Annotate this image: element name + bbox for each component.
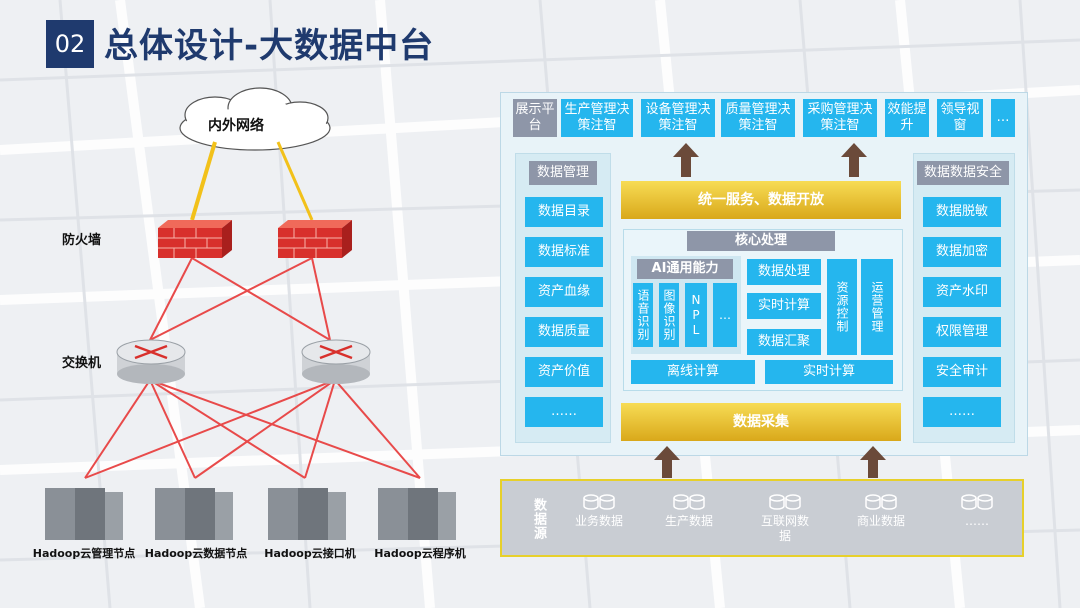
data-source-name: 生产数据 bbox=[664, 514, 713, 528]
server-icon bbox=[268, 488, 346, 540]
server-icon bbox=[45, 488, 123, 540]
data-source-label: 数据源 bbox=[531, 498, 546, 540]
database-icon bbox=[961, 494, 993, 510]
network-topology bbox=[45, 87, 456, 540]
data-security-item: …… bbox=[923, 397, 1001, 427]
data-source-item: …… bbox=[952, 493, 1002, 529]
node-label: Hadoop云管理节点 bbox=[32, 547, 136, 560]
firewall-icon bbox=[278, 220, 352, 258]
data-security-item: 数据加密 bbox=[923, 237, 1001, 267]
switch-label: 交换机 bbox=[62, 356, 102, 371]
database-icon bbox=[673, 494, 705, 510]
switch-icon bbox=[301, 339, 371, 384]
data-management-item: 数据质量 bbox=[525, 317, 603, 347]
server-icon bbox=[378, 488, 456, 540]
architecture-panel: 展示平台 生产管理决策注智 设备管理决策注智 质量管理决策注智 采购管理决策注智… bbox=[500, 92, 1028, 456]
service-bar: 统一服务、数据开放 bbox=[621, 181, 901, 219]
data-source-item: 业务数据 bbox=[574, 493, 624, 529]
data-source-name: 互联网数据 bbox=[760, 514, 809, 543]
data-management-item: 资产血缘 bbox=[525, 277, 603, 307]
ai-item: 语音识别 bbox=[633, 283, 653, 347]
collect-bar: 数据采集 bbox=[621, 403, 901, 441]
data-source-item: 生产数据 bbox=[664, 493, 714, 529]
app-box: 生产管理决策注智 bbox=[561, 99, 633, 137]
data-source-item: 互联网数据 bbox=[760, 493, 810, 544]
data-source-name: 业务数据 bbox=[574, 514, 623, 528]
operation-management-box: 运营管理 bbox=[861, 259, 893, 355]
processing-item: 实时计算 bbox=[747, 293, 821, 319]
server-icon bbox=[155, 488, 233, 540]
switch-icon bbox=[116, 339, 186, 384]
processing-item: 数据汇聚 bbox=[747, 329, 821, 355]
database-icon bbox=[865, 494, 897, 510]
app-box: 采购管理决策注智 bbox=[803, 99, 877, 137]
page-title: 总体设计-大数据中台 bbox=[104, 26, 435, 66]
ai-item: 图像识别 bbox=[659, 283, 679, 347]
data-management-item: 数据目录 bbox=[525, 197, 603, 227]
database-icon bbox=[583, 494, 615, 510]
firewall-label: 防火墙 bbox=[62, 233, 102, 248]
data-source-name: 商业数据 bbox=[856, 514, 905, 528]
data-management-item: 资产价值 bbox=[525, 357, 603, 387]
app-box: 领导视窗 bbox=[937, 99, 983, 137]
node-label: Hadoop云数据节点 bbox=[144, 547, 248, 560]
data-source-name: …… bbox=[965, 514, 989, 528]
up-arrow-icon bbox=[841, 143, 867, 177]
app-box: 质量管理决策注智 bbox=[721, 99, 795, 137]
cloud-icon bbox=[179, 87, 331, 151]
processing-item: 数据处理 bbox=[747, 259, 821, 285]
up-arrow-icon bbox=[860, 446, 886, 478]
node-label: Hadoop云接口机 bbox=[264, 547, 356, 560]
data-security-item: 数据脱敏 bbox=[923, 197, 1001, 227]
realtime-compute-box: 实时计算 bbox=[765, 360, 893, 384]
ai-title: AI通用能力 bbox=[637, 259, 733, 279]
offline-compute-box: 离线计算 bbox=[631, 360, 755, 384]
up-arrow-icon bbox=[673, 143, 699, 177]
data-management-item: …… bbox=[525, 397, 603, 427]
app-box: … bbox=[991, 99, 1015, 137]
up-arrow-icon bbox=[654, 446, 680, 478]
ai-item: NPL bbox=[685, 283, 707, 347]
data-security-item: 权限管理 bbox=[923, 317, 1001, 347]
firewall-icon bbox=[158, 220, 232, 258]
node-label: Hadoop云程序机 bbox=[374, 547, 466, 560]
resource-control-box: 资源控制 bbox=[827, 259, 857, 355]
data-management-title: 数据管理 bbox=[529, 161, 597, 185]
section-number: 02 bbox=[46, 20, 94, 68]
app-box: 设备管理决策注智 bbox=[641, 99, 715, 137]
data-security-item: 资产水印 bbox=[923, 277, 1001, 307]
data-management-item: 数据标准 bbox=[525, 237, 603, 267]
core-title: 核心处理 bbox=[687, 231, 835, 251]
data-security-item: 安全审计 bbox=[923, 357, 1001, 387]
database-icon bbox=[769, 494, 801, 510]
display-platform-label: 展示平台 bbox=[513, 99, 557, 137]
data-source-band: 数据源 业务数据 生产数据 互联网数据 商业数据 …… bbox=[500, 479, 1024, 557]
cloud-label: 内外网络 bbox=[208, 118, 264, 134]
data-source-item: 商业数据 bbox=[856, 493, 906, 529]
app-box: 效能提升 bbox=[885, 99, 929, 137]
ai-item: … bbox=[713, 283, 737, 347]
data-security-title: 数据数据安全 bbox=[917, 161, 1009, 185]
